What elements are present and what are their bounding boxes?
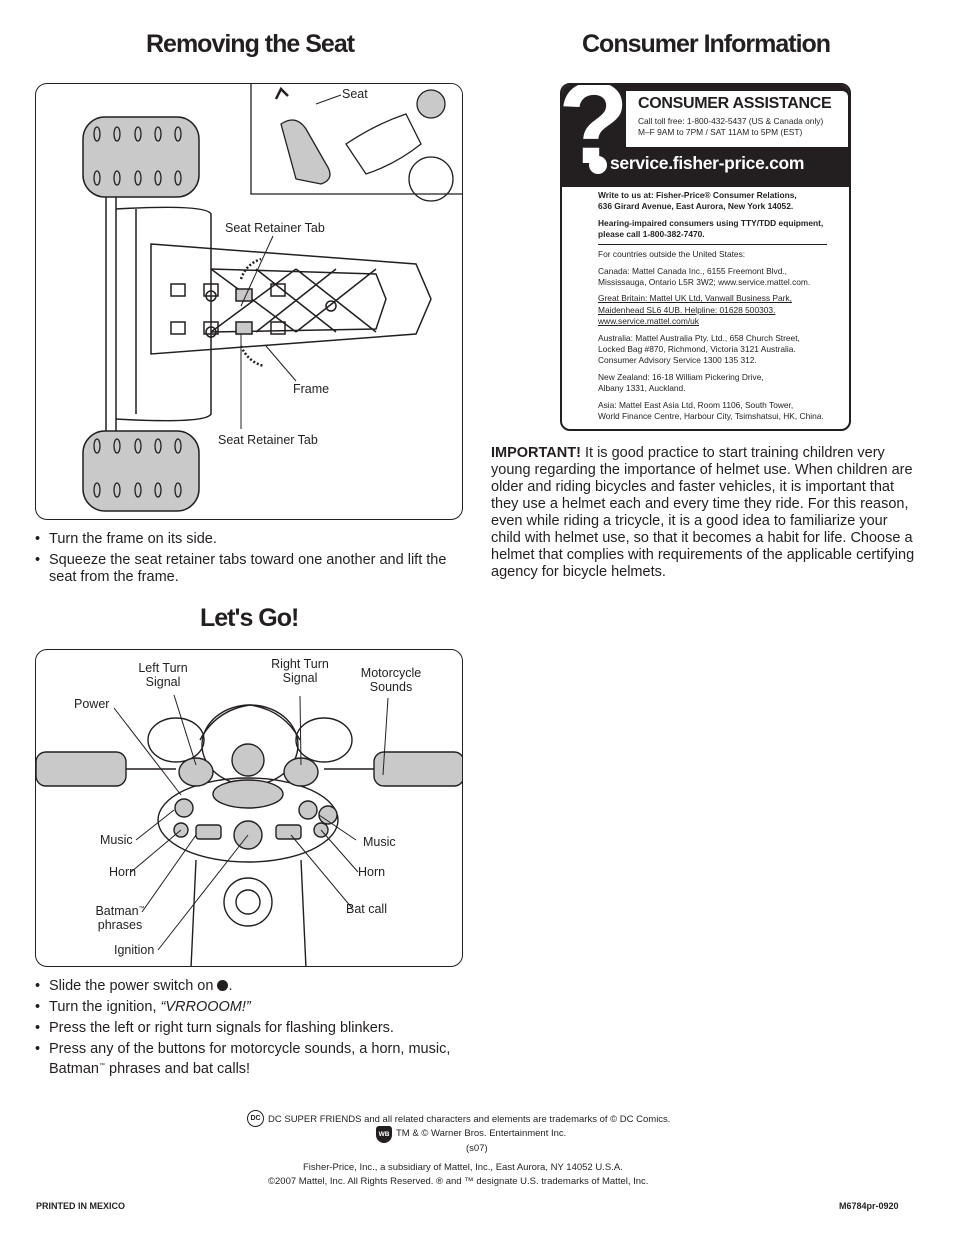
motorcycle-sounds-label: Motorcycle Sounds	[360, 666, 422, 694]
dc-trademark-line: DC SUPER FRIENDS and all related charact…	[268, 1114, 671, 1125]
printed-in-label: PRINTED IN MEXICO	[36, 1201, 126, 1211]
list-item: Turn the frame on its side.	[35, 531, 465, 548]
uk-service-link[interactable]: www.service.mattel.com/uk	[598, 316, 699, 326]
music-left-label: Music	[100, 833, 133, 847]
seat-frame-illustration	[82, 84, 462, 512]
list-item: Squeeze the seat retainer tabs toward on…	[35, 552, 465, 586]
consumer-assistance-heading: CONSUMER ASSISTANCE	[638, 95, 832, 112]
seat-retainer-tab-bottom-label: Seat Retainer Tab	[218, 433, 318, 447]
consumer-info-title: Consumer Information	[582, 30, 831, 58]
removing-seat-instructions: Turn the frame on its side. Squeeze the …	[35, 531, 465, 590]
web-dot-icon	[589, 156, 607, 174]
copyright-line: ©2007 Mattel, Inc. All Rights Reserved. …	[268, 1176, 649, 1187]
horn-left-label: Horn	[109, 865, 137, 879]
dc-logo: DC	[247, 1110, 264, 1127]
controls-diagram: Left Turn Signal Right Turn Signal Motor…	[35, 649, 463, 967]
lets-go-title: Let's Go!	[200, 604, 299, 632]
right-turn-signal-label: Right Turn Signal	[271, 657, 329, 685]
seat-label: Seat	[342, 87, 368, 101]
document-code: (s07)	[466, 1143, 488, 1154]
helmet-safety-paragraph: IMPORTANT! It is good practice to start …	[491, 445, 915, 581]
important-text: It is good practice to start training ch…	[491, 445, 915, 580]
seat-retainer-tab-top-label: Seat Retainer Tab	[225, 221, 325, 235]
batman-tm: ™	[138, 906, 145, 912]
power-label: Power	[74, 697, 110, 711]
bat-call-label: Bat call	[346, 902, 387, 916]
list-item: Press any of the buttons for motorcycle …	[35, 1041, 465, 1078]
handlebar-illustration	[36, 694, 462, 966]
seat-removal-diagram: Seat Seat Retainer Tab Frame Seat Retain…	[35, 83, 463, 520]
batman-phrases-label: Batman™ phrases	[92, 902, 148, 932]
fisher-price-address: Fisher-Price, Inc., a subsidiary of Matt…	[303, 1162, 623, 1173]
removing-seat-title: Removing the Seat	[146, 30, 355, 58]
consumer-assistance-box: ? CONSUMER ASSISTANCE Call toll free: 1-…	[560, 83, 851, 431]
consumer-assistance-panel	[626, 91, 848, 147]
divider	[598, 244, 827, 245]
left-turn-signal-label: Left Turn Signal	[138, 661, 188, 689]
power-on-dot-icon	[217, 980, 229, 991]
lets-go-instructions: Slide the power switch on . Turn the ign…	[35, 978, 465, 1082]
list-item: Press the left or right turn signals for…	[35, 1020, 465, 1037]
horn-right-label: Horn	[358, 865, 386, 879]
list-item: Turn the ignition, “VRROOOM!”	[35, 999, 465, 1016]
batman-phrases-line2: phrases	[97, 918, 143, 933]
frame-label: Frame	[293, 382, 330, 396]
ignition-label: Ignition	[114, 943, 155, 957]
part-number: M6784pr-0920	[839, 1201, 899, 1211]
important-label: IMPORTANT!	[491, 445, 581, 461]
wb-trademark-line: TM & © Warner Bros. Entertainment Inc.	[396, 1128, 567, 1139]
batman-phrases-word: Batman	[95, 904, 139, 919]
service-website-link[interactable]: service.fisher-price.com	[610, 153, 805, 173]
wb-logo: WB	[376, 1126, 392, 1143]
list-item: Slide the power switch on .	[35, 978, 465, 995]
music-right-label: Music	[363, 835, 396, 849]
